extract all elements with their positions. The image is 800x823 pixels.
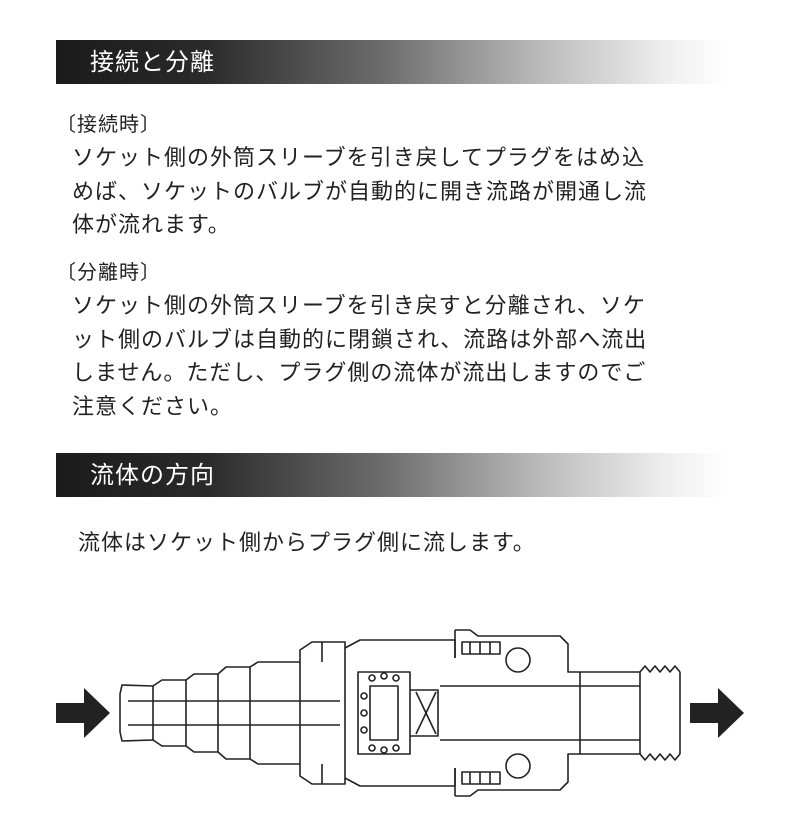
separate-heading: 〔分離時〕 [56,260,161,284]
text-line: ット側のバルブは自動的に閉鎖され、流路は外部へ流出 [72,327,648,353]
text-line: しません。ただし、プラグ側の流体が流出しますのでご [72,361,647,386]
flow-direction-text: 流体はソケット側からプラグ側に流します。 [78,531,536,556]
text-line: 注意ください。 [72,394,234,420]
connect-paragraph: ソケット側の外筒スリーブを引き戻してプラグをはめ込 めば、ソケットのバルブが自動… [72,142,742,243]
text-line: ソケット側の外筒スリーブを引き戻すと分離され、ソケ [72,294,646,319]
section-title: 流体の方向 [90,461,215,489]
flow-out-arrow-icon [690,688,744,738]
locking-ball [505,647,531,779]
threaded-end [639,665,681,761]
flow-in-arrow-icon [56,688,110,738]
separate-paragraph: ソケット側の外筒スリーブを引き戻すと分離され、ソケ ット側のバルブは自動的に閉鎖… [72,290,742,424]
socket-valve [357,671,439,755]
socket-body [440,671,641,755]
coupling-cross-section-diagram [56,629,744,797]
plug-body [299,641,346,785]
section-title: 接続と分離 [90,48,215,76]
section-header-connect-separate: 接続と分離 [56,40,726,84]
section-header-flow-direction: 流体の方向 [56,453,726,497]
connect-heading: 〔接続時〕 [56,112,161,136]
text-line: めば、ソケットのバルブが自動的に開き流路が開通し流 [72,179,648,205]
socket-sleeve [344,629,580,797]
hose-barb [119,661,340,765]
text-line: 体が流れます。 [72,213,231,238]
text-line: ソケット側の外筒スリーブを引き戻してプラグをはめ込 [72,146,646,171]
